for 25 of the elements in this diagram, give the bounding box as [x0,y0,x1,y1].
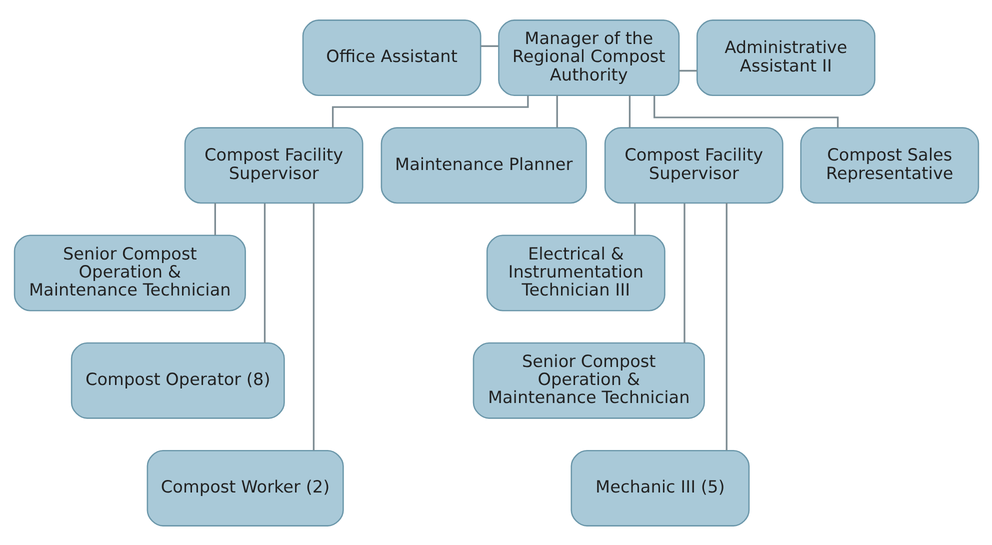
connector [683,202,685,342]
node-box: Compost Facility Supervisor [184,126,363,204]
node-box: Senior Compost Operation & Maintenance Technician [472,342,704,418]
connector [678,69,696,72]
node-box: Manager of the Regional Compost Authority [498,19,680,96]
connector [628,94,630,128]
node-box: Compost Worker (2) [146,449,344,526]
node-box: Maintenance Planner [380,126,586,204]
node-box: Office Assistant [302,19,481,96]
connector [263,202,266,342]
connector [634,202,636,235]
node-box: Compost Sales Representative [800,126,979,204]
node-box: Compost Operator (8) [70,342,284,418]
connector [214,202,216,235]
node-box: Electrical & Instrumentation Technician III [486,234,665,311]
connector [312,202,314,450]
node-box: Mechanic III (5) [570,449,750,526]
node-box: Compost Facility Supervisor [604,126,783,204]
connector [725,202,727,450]
connector [653,95,838,128]
connector [331,95,528,128]
connector [556,94,558,128]
node-box: Administrative Assistant II [696,19,875,96]
connector [480,44,498,46]
node-box: Senior Compost Operation & Maintenance Technician [13,234,246,311]
